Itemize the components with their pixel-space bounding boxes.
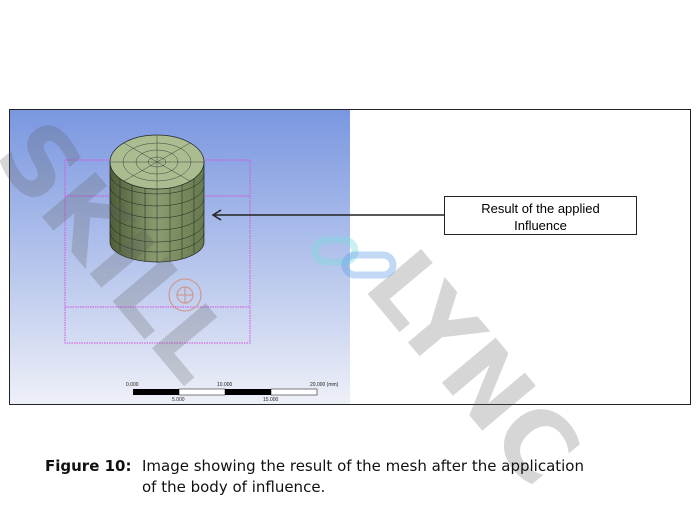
mesh-viewport: 0.000 10.000 20.000 (mm) 5.000 15.000 [10,110,350,404]
caption-text: Image showing the result of the mesh aft… [142,457,584,475]
arrow [211,209,444,221]
scale-label: 10.000 [217,382,233,388]
watermark-logo-icon [311,236,397,279]
mesh-graphic [64,134,318,396]
callout-line: Influence [514,218,567,233]
scale-bar [133,388,318,396]
caption-label: Figure 10: [45,457,132,475]
scale-label: 15.000 [263,397,279,403]
figure-frame: 0.000 10.000 20.000 (mm) 5.000 15.000 Re… [9,109,691,405]
scale-label: 20.000 (mm) [310,382,339,388]
scale-label: 0.000 [126,382,139,388]
callout-line: Result of the applied [481,201,600,216]
scale-label: 5.000 [172,397,185,403]
origin-marker-icon [168,278,202,312]
figure-caption: Figure 10: Image showing the result of th… [45,456,584,498]
cylinder-mesh [109,134,205,263]
caption-text: of the body of influence. [142,478,326,496]
